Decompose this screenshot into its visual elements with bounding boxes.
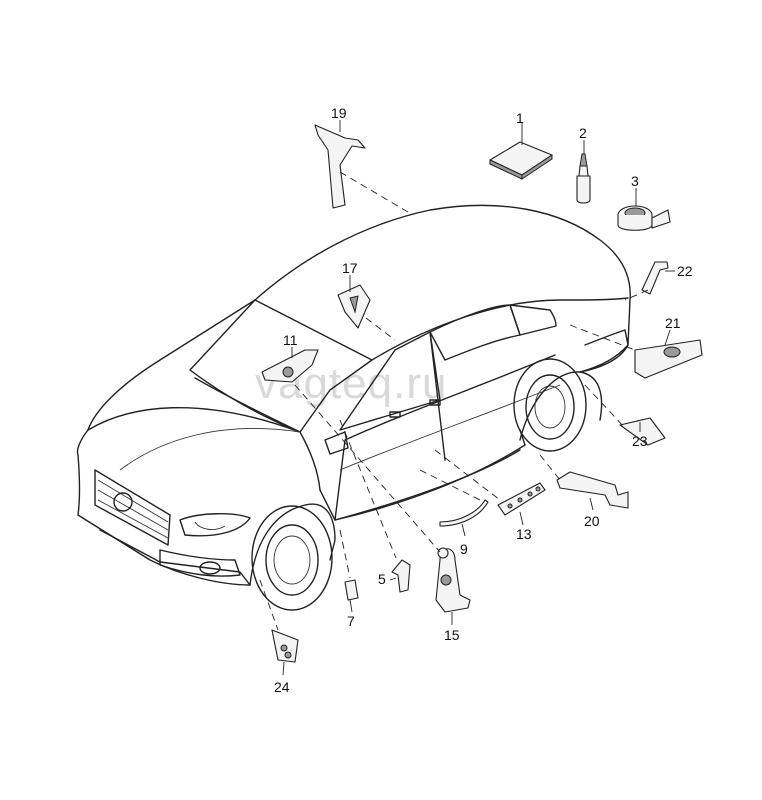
part-15-jack-mount (435, 547, 471, 613)
callout-22: 22 (677, 263, 693, 279)
callout-15: 15 (444, 627, 460, 643)
callout-20: 20 (584, 513, 600, 529)
callout-labels: 1 2 3 5 7 9 11 13 15 17 19 20 21 22 23 2… (274, 105, 693, 695)
part-22-hook (641, 261, 669, 295)
leader-lines (259, 120, 675, 676)
part-5-clip (391, 559, 411, 593)
part-7-tab (344, 579, 359, 601)
callout-9: 9 (460, 541, 468, 557)
part-24-bracket (271, 629, 299, 663)
part-3-tape-roll (617, 205, 671, 231)
callout-1: 1 (516, 110, 524, 126)
part-13-strip (497, 482, 546, 516)
part-11-sensor (261, 349, 319, 383)
car-body (76, 204, 631, 611)
part-23-pad (619, 417, 666, 446)
callout-17: 17 (342, 260, 358, 276)
callout-7: 7 (347, 613, 355, 629)
part-20-rail (556, 471, 629, 509)
callout-5: 5 (378, 571, 386, 587)
callout-11: 11 (283, 332, 298, 348)
part-2-bottle (576, 153, 591, 204)
callout-2: 2 (579, 125, 587, 141)
part-19-bracket (314, 124, 366, 209)
part-17-bracket (337, 284, 371, 329)
callout-13: 13 (516, 526, 532, 542)
callout-19: 19 (331, 105, 347, 121)
part-9-trim (439, 499, 489, 527)
part-1-pad (489, 141, 553, 180)
callout-21: 21 (665, 315, 681, 331)
callout-23: 23 (632, 433, 648, 449)
callout-24: 24 (274, 679, 290, 695)
part-21-plate (634, 339, 703, 379)
callout-3: 3 (631, 173, 639, 189)
